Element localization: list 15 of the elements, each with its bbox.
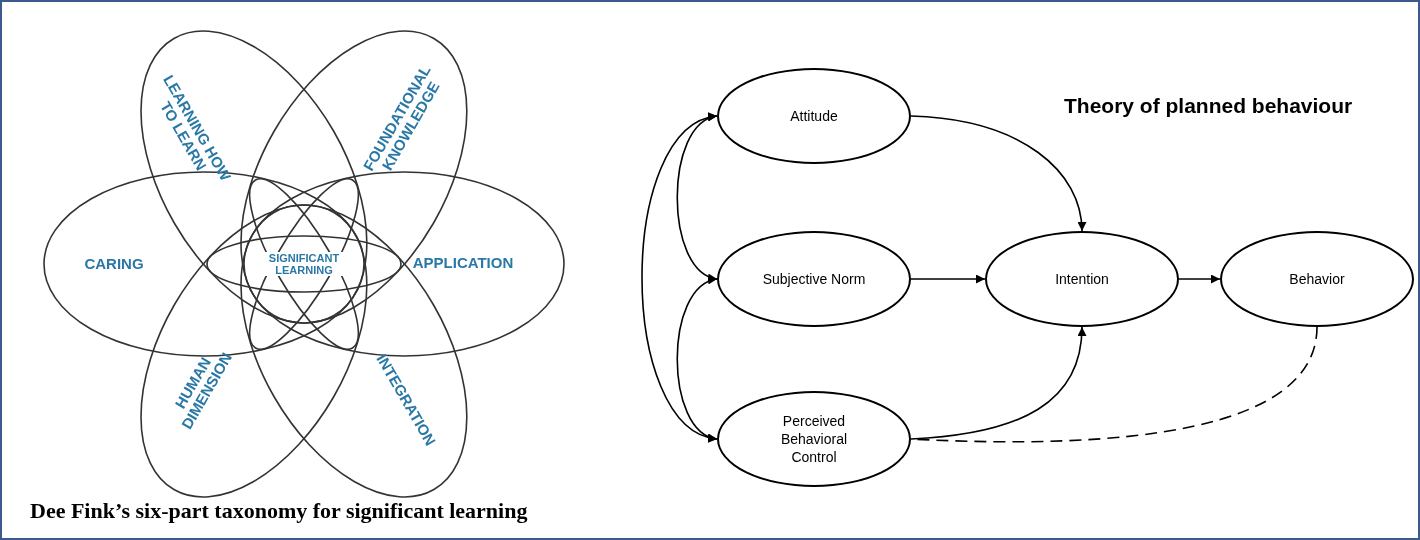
ellipse-node: Intention bbox=[985, 231, 1179, 327]
center-label: SIGNIFICANT LEARNING bbox=[262, 252, 346, 276]
ellipse-node: Subjective Norm bbox=[717, 231, 911, 327]
petal-label: CARING bbox=[84, 256, 144, 272]
arrow bbox=[1178, 274, 1221, 284]
arrow bbox=[641, 114, 718, 441]
petal-label: APPLICATION bbox=[412, 255, 514, 271]
ellipse-node: Attitude bbox=[717, 68, 911, 164]
caption: Dee Fink’s six-part taxonomy for significant learning bbox=[30, 498, 528, 524]
arrow bbox=[910, 326, 1086, 440]
arrow bbox=[910, 115, 1086, 232]
ellipse-node: Behavior bbox=[1220, 231, 1414, 327]
arrow bbox=[910, 274, 986, 284]
title: Theory of planned behaviour bbox=[1064, 94, 1353, 118]
ellipse-node: Perceived Behavioral Control bbox=[717, 391, 911, 487]
